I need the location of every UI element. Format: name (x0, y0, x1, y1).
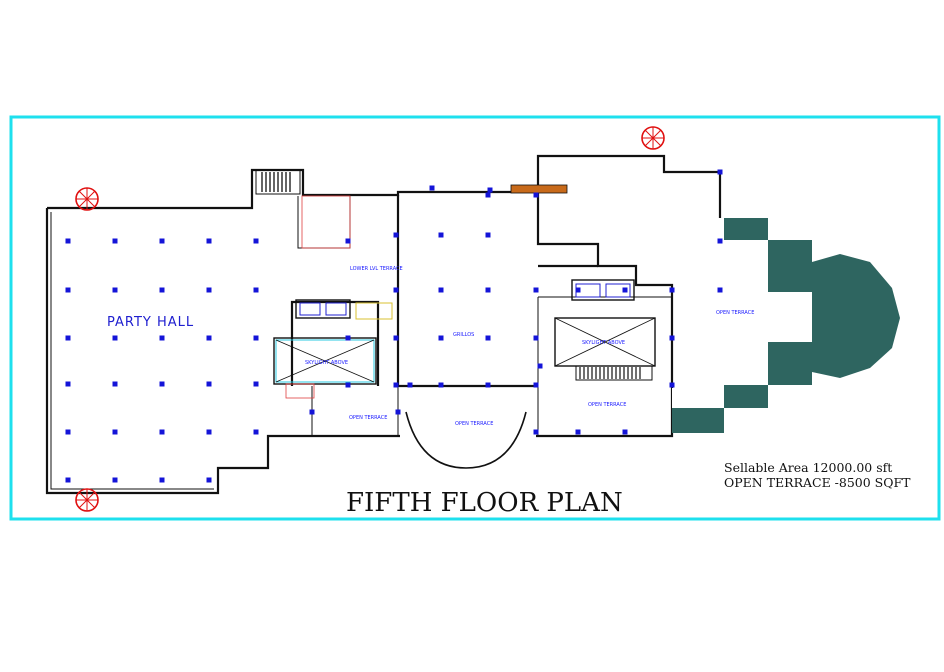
duct-outline (285, 383, 315, 399)
column (159, 381, 165, 387)
column (669, 335, 675, 341)
column (533, 287, 539, 293)
column (112, 381, 118, 387)
duct-outline (301, 195, 351, 249)
column (485, 232, 491, 238)
column (253, 335, 259, 341)
column (65, 429, 71, 435)
column (407, 382, 413, 388)
grillos-label: GRILLOS (453, 332, 474, 338)
lift-icon (571, 279, 635, 301)
column (112, 287, 118, 293)
skylight-right (554, 317, 656, 367)
column (159, 335, 165, 341)
column (159, 238, 165, 244)
column (438, 335, 444, 341)
column (345, 238, 351, 244)
column (65, 381, 71, 387)
fire-hydrant-icon (641, 126, 665, 150)
column (537, 363, 543, 369)
column (206, 429, 212, 435)
column (206, 287, 212, 293)
open-terrace-right-label: OPEN TERRACE (588, 402, 626, 408)
column (622, 287, 628, 293)
column (533, 192, 539, 198)
column (429, 185, 435, 191)
drawing-title: FIFTH FLOOR PLAN (346, 488, 623, 518)
column (393, 335, 399, 341)
column (533, 382, 539, 388)
center-terrace-arc (405, 411, 527, 469)
column (393, 287, 399, 293)
column (112, 429, 118, 435)
column (253, 381, 259, 387)
column (65, 287, 71, 293)
column (717, 287, 723, 293)
column (393, 232, 399, 238)
column (438, 382, 444, 388)
stair-icon (255, 169, 301, 195)
column (206, 335, 212, 341)
stair-icon (575, 365, 653, 381)
column (438, 287, 444, 293)
column (253, 287, 259, 293)
skylight-left-label: SKYLIGHT ABOVE (305, 360, 348, 366)
column (112, 335, 118, 341)
column (159, 429, 165, 435)
open-terrace-east-label: OPEN TERRACE (716, 310, 754, 316)
column (393, 382, 399, 388)
column (253, 238, 259, 244)
column (345, 335, 351, 341)
columns (65, 169, 723, 483)
column (669, 382, 675, 388)
party-hall-label: PARTY HALL (107, 315, 194, 330)
column (206, 238, 212, 244)
column (485, 335, 491, 341)
lower-level-terrace-label: LOWER LVL TERRACE (350, 266, 403, 272)
column (112, 477, 118, 483)
column (485, 192, 491, 198)
pergola-element (510, 184, 568, 194)
sellable-area-note: Sellable Area 12000.00 sft (724, 460, 892, 475)
sheet-border (9, 115, 941, 521)
column (112, 238, 118, 244)
column (575, 287, 581, 293)
column (533, 335, 539, 341)
column (345, 382, 351, 388)
column (253, 429, 259, 435)
open-terrace-left-label: OPEN TERRACE (349, 415, 387, 421)
column (309, 409, 315, 415)
column (717, 238, 723, 244)
column (65, 238, 71, 244)
column (395, 409, 401, 415)
column (487, 187, 493, 193)
column (206, 381, 212, 387)
skylight-left (273, 337, 377, 385)
column (438, 232, 444, 238)
skylight-right-label: SKYLIGHT ABOVE (582, 340, 625, 346)
column (206, 477, 212, 483)
lift-icon (295, 299, 393, 320)
column (159, 287, 165, 293)
fire-hydrant-icon (75, 187, 99, 211)
column (669, 287, 675, 293)
column (485, 287, 491, 293)
column (65, 477, 71, 483)
column (717, 169, 723, 175)
open-terrace-center-label: OPEN TERRACE (455, 421, 493, 427)
column (65, 335, 71, 341)
column (622, 429, 628, 435)
column (485, 382, 491, 388)
column (533, 429, 539, 435)
fire-hydrant-icon (75, 488, 99, 512)
east-open-terrace (672, 218, 900, 433)
column (159, 477, 165, 483)
column (575, 429, 581, 435)
open-terrace-area-note: OPEN TERRACE -8500 SQFT (724, 475, 911, 490)
